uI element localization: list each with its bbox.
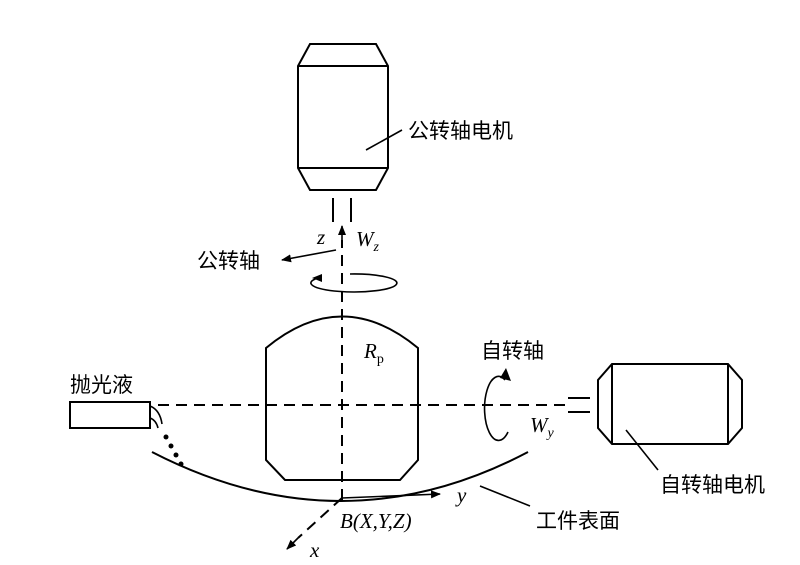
- rotation-shaft: [568, 397, 590, 413]
- polishing-tool: [265, 315, 419, 481]
- rotation-motor: [597, 363, 743, 445]
- revolution-motor: [297, 43, 389, 191]
- revolution-shaft: [332, 198, 352, 222]
- x-axis-label: x: [309, 538, 320, 562]
- revolution-axis-leader: [281, 249, 337, 263]
- y-axis-label: y: [455, 483, 467, 507]
- rp-label: Rp: [363, 339, 384, 367]
- revolution-motor-label: 公转轴电机: [408, 119, 513, 143]
- workpiece-surface-label: 工件表面: [536, 509, 620, 533]
- revolution-axis-label: 公转轴: [197, 249, 260, 273]
- x-axis-arrow: [286, 537, 299, 550]
- polishing-fluid-nozzle: [69, 401, 163, 429]
- rotation-axis-label: 自转轴: [481, 339, 544, 363]
- wz-label: Wz: [356, 227, 380, 255]
- z-axis-label: z: [316, 225, 325, 249]
- workpiece-surface-leader: [479, 485, 531, 507]
- revolution-motor-leader: [365, 129, 403, 151]
- contact-point-label: B(X,Y,Z): [340, 509, 412, 533]
- revolution-rotation-arrow: [310, 273, 398, 293]
- polishing-fluid-label: 抛光液: [70, 373, 133, 397]
- y-axis-arrow: [341, 490, 441, 499]
- x-axis-dashed-line: [297, 497, 343, 539]
- wy-label: Wy: [530, 413, 555, 441]
- rotation-direction-arrow: [483, 368, 511, 442]
- rotation-motor-leader: [625, 429, 659, 471]
- workpiece-surface-curve: [151, 451, 529, 502]
- fluid-drops: [163, 434, 184, 467]
- rotation-motor-label: 自转轴电机: [660, 473, 765, 497]
